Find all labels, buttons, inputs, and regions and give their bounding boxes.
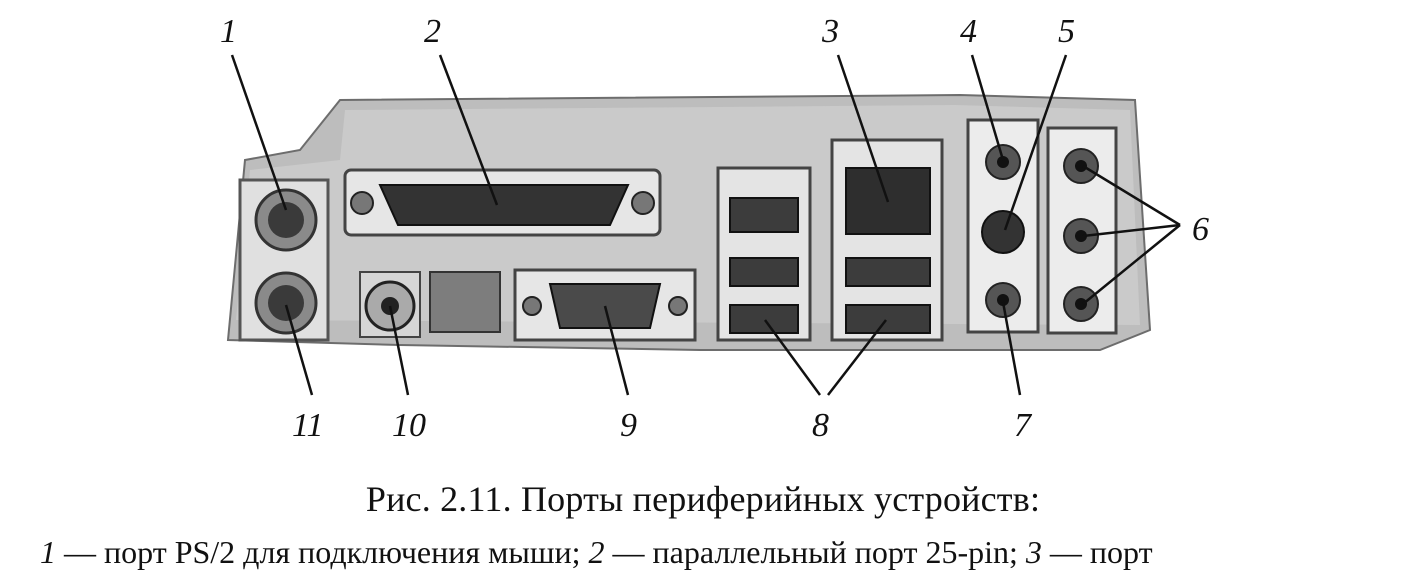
callout-6: 6: [1192, 211, 1209, 248]
leader-line-6a: [1082, 164, 1181, 227]
leader-line-1: [230, 54, 288, 211]
callout-8: 8: [812, 407, 829, 444]
callout-7: 7: [1014, 407, 1033, 444]
callout-numbers: 1 2 3 4 5 6 7 8 9 10 11: [220, 13, 1209, 444]
audio-panel-left: [966, 118, 1040, 334]
leader-line-6b: [1082, 223, 1181, 238]
io-panel-figure: 1 2 3 4 5 6 7 8 9 10 11: [220, 13, 1209, 444]
callout-4: 4: [960, 13, 977, 50]
legend-num-1: 1: [40, 534, 56, 570]
callout-3: 3: [821, 13, 839, 50]
legend-text-3: — порт: [1041, 534, 1153, 570]
leader-line-2: [438, 54, 499, 206]
usb-firewire-stack: [716, 166, 812, 342]
legend-text-2: — параллельный порт 25-pin;: [604, 534, 1026, 570]
coaxial-connector: [359, 271, 421, 338]
leader-line-8a: [763, 319, 822, 396]
callout-2: 2: [424, 13, 441, 50]
legend-text-1: — порт PS/2 для подключения мыши;: [56, 534, 589, 570]
callout-5: 5: [1058, 13, 1075, 50]
leader-line-8b: [827, 319, 887, 396]
leader-lines: [230, 54, 1181, 396]
callout-9: 9: [620, 407, 637, 444]
callout-10: 10: [392, 407, 426, 444]
vga-port: [513, 268, 697, 342]
parallel-port: [343, 168, 662, 237]
legend-num-3: 3: [1025, 534, 1042, 570]
callout-11: 11: [292, 407, 323, 444]
leader-line-11: [284, 304, 314, 396]
legend-num-2: 2: [588, 534, 605, 570]
leader-line-3: [836, 54, 890, 203]
board-component: [429, 271, 501, 333]
leader-line-9: [603, 305, 630, 396]
figure-caption-legend: 1 — порт PS/2 для подключения мыши; 2 — …: [40, 534, 1406, 571]
leader-line-6c: [1082, 224, 1181, 305]
callout-1: 1: [220, 13, 237, 50]
audio-panel-right: [1046, 126, 1118, 335]
lan-usb-stack: [830, 138, 944, 342]
leader-line-5: [1003, 54, 1068, 231]
leader-line-4: [970, 54, 1005, 161]
leader-line-7: [1001, 301, 1022, 396]
leader-line-10: [388, 305, 410, 396]
figure-caption-title: Рис. 2.11. Порты периферийных устройств:: [365, 479, 1041, 519]
io-panel-photo: [226, 93, 1152, 351]
